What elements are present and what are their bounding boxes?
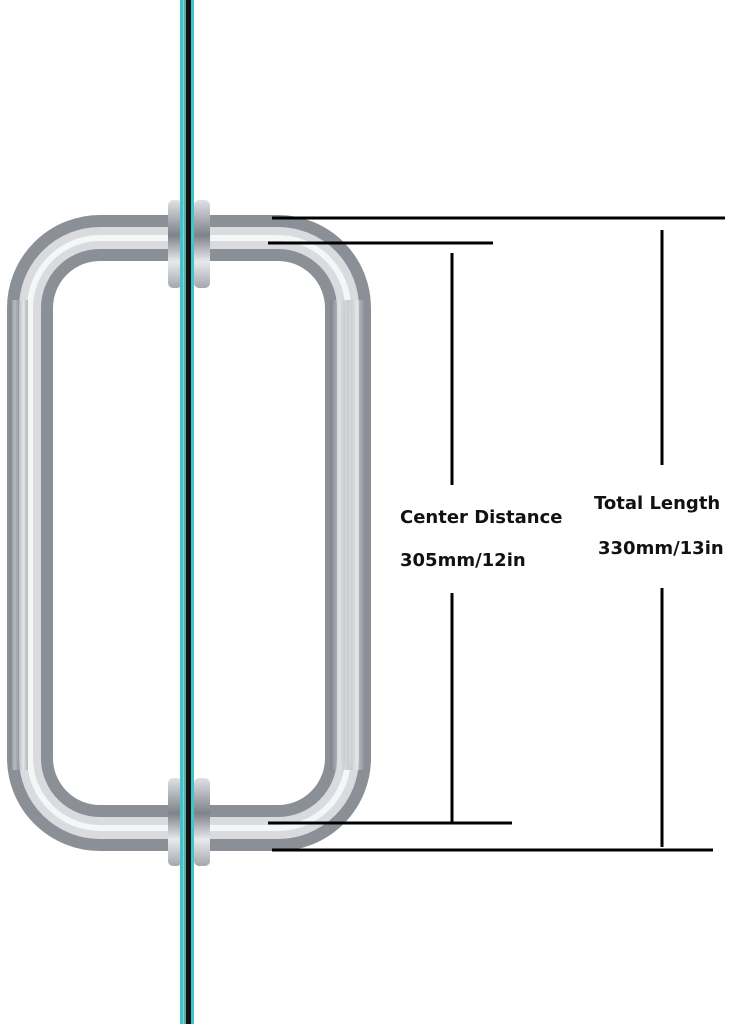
glass-panel: [180, 0, 194, 1024]
mount-top: [168, 200, 210, 288]
mount-bottom: [168, 778, 210, 866]
total-length-value: 330mm/13in: [598, 538, 724, 559]
dimension-lines: [268, 216, 725, 852]
center-distance-value: 305mm/12in: [400, 550, 526, 571]
total-length-label: Total Length: [594, 493, 721, 514]
center-distance-label: Center Distance: [400, 507, 563, 528]
